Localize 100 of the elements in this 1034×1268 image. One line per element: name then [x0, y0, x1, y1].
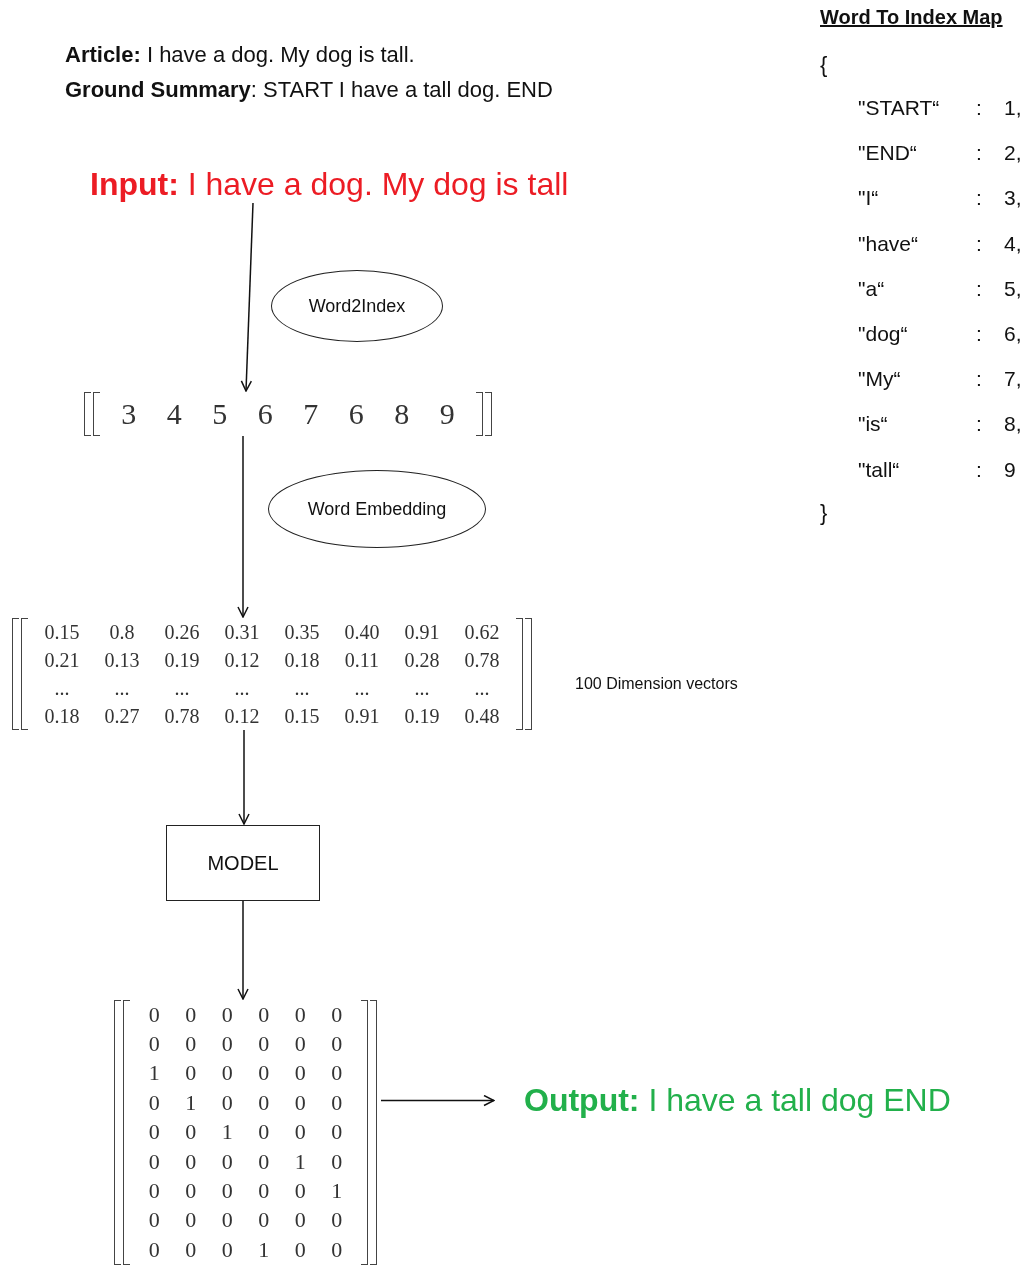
map-text: : [976, 96, 982, 120]
arrow [237, 435, 249, 618]
matrix-entry: 0 [221, 1178, 233, 1205]
map-text: 2, [1004, 141, 1022, 166]
process-ellipse: Word2Index [271, 270, 443, 342]
matrix-entry: 0 [294, 1207, 306, 1234]
matrix-entry: 0 [258, 1178, 270, 1205]
matrix-entry: 3 [121, 397, 137, 431]
matrix-entry: 0 [294, 1031, 306, 1058]
matrix-entry: 0 [148, 1148, 160, 1175]
matrix-entry: 0 [221, 1207, 233, 1234]
matrix-entry: 0.18 [284, 648, 320, 672]
matrix-entry: 1 [294, 1148, 306, 1175]
matrix-entry: 0.31 [224, 620, 260, 644]
map-text: 6, [1004, 322, 1022, 346]
matrix-entry: 1 [331, 1178, 343, 1205]
matrix-entry: 0 [221, 1089, 233, 1116]
map-text: 9 [1004, 457, 1016, 482]
map-text: "I“ [858, 186, 879, 211]
matrix-entry: 0.12 [224, 648, 260, 672]
arrow [380, 1094, 495, 1107]
matrix-entry: 0 [331, 1031, 343, 1058]
matrix-entry: 0 [331, 1236, 343, 1263]
matrix-entry: 1 [258, 1236, 270, 1263]
map-text: 8, [1004, 412, 1022, 437]
matrix-entry: 0 [258, 1060, 270, 1087]
map-text: { [820, 52, 828, 78]
matrix-entry: 0 [294, 1001, 306, 1028]
map-text: : [976, 141, 982, 166]
matrix-entry: 0 [148, 1119, 160, 1146]
matrix-entry: 8 [394, 397, 410, 431]
matrix-entry: 0 [185, 1178, 197, 1205]
map-text: "is“ [858, 412, 888, 437]
matrix-entry: 0.27 [104, 704, 140, 728]
matrix-entry: 0.21 [44, 648, 80, 672]
matrix-entry: 0 [258, 1119, 270, 1146]
matrix-entry: 0 [294, 1178, 306, 1205]
matrix-entry: 0.35 [284, 620, 320, 644]
map-text: 5, [1004, 276, 1022, 301]
arrow [238, 729, 250, 825]
matrix-entry: 0 [185, 1031, 197, 1058]
matrix-entry: 0 [221, 1031, 233, 1058]
map-text: : [976, 412, 982, 437]
map-text: : [976, 457, 982, 482]
matrix-entry: ... [114, 676, 130, 700]
matrix-entry: 0 [331, 1001, 343, 1028]
map-title: Word To Index Map [820, 6, 1003, 29]
matrix-entry: 1 [148, 1060, 160, 1087]
matrix-entry: 6 [348, 397, 364, 431]
matrix-entry: 0.40 [344, 620, 380, 644]
matrix-entry: 0 [294, 1060, 306, 1087]
map-text: "tall“ [858, 457, 900, 482]
matrix-entry: ... [474, 676, 490, 700]
heading-text: Input: I have a dog. My dog is tall [90, 166, 569, 203]
matrix-entry: 0 [331, 1089, 343, 1116]
heading-text: Output: I have a tall dog END [524, 1082, 951, 1119]
arrow [237, 900, 249, 1000]
matrix-entry: 0 [221, 1060, 233, 1087]
process-box: MODEL [166, 825, 320, 901]
matrix-entry: 0.12 [224, 704, 260, 728]
map-text: 3, [1004, 186, 1022, 211]
matrix-entry: ... [294, 676, 310, 700]
matrix-entry: 0 [258, 1148, 270, 1175]
matrix-entry: 0.15 [284, 704, 320, 728]
matrix-entry: 0 [185, 1236, 197, 1263]
matrix-entry: 0 [221, 1236, 233, 1263]
matrix-entry: ... [174, 676, 190, 700]
matrix-entry: 0 [221, 1148, 233, 1175]
map-text: "START“ [858, 96, 940, 120]
matrix-entry: 0 [148, 1001, 160, 1028]
matrix-entry: ... [414, 676, 430, 700]
matrix-entry: 0 [221, 1001, 233, 1028]
map-text: : [976, 186, 982, 211]
matrix-entry: ... [54, 676, 70, 700]
matrix-entry: 0 [258, 1207, 270, 1234]
map-text: "a“ [858, 276, 885, 301]
matrix-entry: 0.8 [109, 620, 135, 644]
matrix-entry: 0.91 [404, 620, 440, 644]
map-text: "END“ [858, 141, 917, 166]
map-text: : [976, 276, 982, 301]
matrix-entry: 0.18 [44, 704, 80, 728]
matrix-entry: 0.62 [464, 620, 500, 644]
matrix-entry: 0 [258, 1089, 270, 1116]
matrix-entry: 0.11 [344, 648, 380, 672]
map-text: "have“ [858, 231, 918, 256]
matrix-entry: 0.28 [404, 648, 440, 672]
matrix-entry: 0.78 [164, 704, 200, 728]
matrix-entry: 0 [148, 1031, 160, 1058]
matrix-entry: ... [354, 676, 370, 700]
map-text: "dog“ [858, 322, 908, 346]
matrix-entry: 0 [294, 1236, 306, 1263]
matrix-entry: 0.19 [164, 648, 200, 672]
matrix-entry: 1 [221, 1119, 233, 1146]
matrix-entry: ... [234, 676, 250, 700]
info-text: Ground Summary: START I have a tall dog. END [65, 77, 553, 103]
matrix-entry: 0 [331, 1060, 343, 1087]
matrix-entry: 0.91 [344, 704, 380, 728]
matrix-entry: 9 [439, 397, 455, 431]
matrix-entry: 0 [185, 1207, 197, 1234]
map-text: : [976, 322, 982, 346]
